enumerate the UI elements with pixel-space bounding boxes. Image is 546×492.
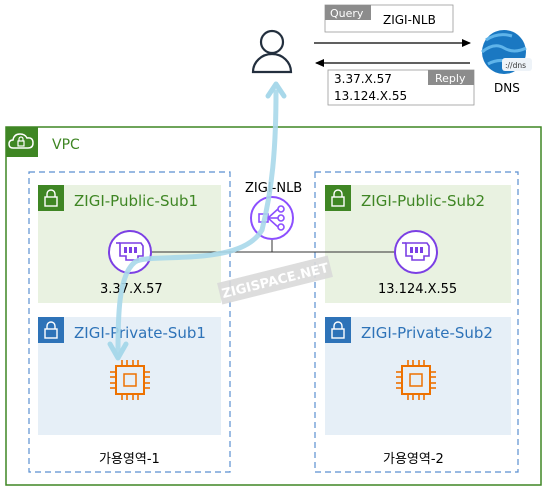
nlb-label: ZIGI-NLB [245, 181, 302, 196]
az1-private-subnet-label: ZIGI-Private-Sub1 [74, 324, 206, 342]
az2-public-subnet-label: ZIGI-Public-Sub2 [361, 192, 485, 210]
az1-ec2-icon [110, 360, 150, 400]
query-box: Query ZIGI-NLB [324, 4, 454, 33]
az2-public-lock-icon [325, 185, 351, 211]
az1-label: 가용영역-1 [99, 452, 160, 467]
reply-value-1: 3.37.X.57 [334, 72, 392, 86]
az2-private-subnet-label: ZIGI-Private-Sub2 [361, 324, 493, 342]
az1-public-subnet-label: ZIGI-Public-Sub1 [74, 192, 198, 210]
az1-box [28, 171, 231, 473]
az2-box [314, 171, 519, 473]
az2-private-subnet [325, 317, 511, 435]
az2-label: 가용영역-2 [383, 452, 444, 467]
svg-text:://dns: ://dns [505, 61, 526, 70]
traffic-flow-arrowhead-down [107, 341, 129, 361]
az2-ec2-icon [396, 360, 436, 400]
dns-label: DNS [494, 81, 520, 95]
traffic-flow-arrowhead-up [265, 81, 287, 99]
az1-private-subnet [38, 317, 221, 435]
az2-private-lock-icon [325, 317, 351, 343]
vpc-cloud-icon [6, 127, 38, 157]
query-tag: Query [330, 7, 364, 20]
vpc-label: VPC [52, 137, 80, 153]
reply-tag: Reply [435, 72, 466, 85]
reply-box: Reply 3.37.X.57 13.124.X.55 [327, 69, 475, 106]
user-icon [251, 29, 293, 74]
query-value: ZIGI-NLB [383, 13, 436, 27]
az2-eni-icon [394, 230, 438, 274]
az1-private-lock-icon [38, 317, 64, 343]
reply-value-2: 13.124.X.55 [334, 89, 407, 103]
dns-globe-icon: ://dns [481, 30, 532, 74]
traffic-flow-arrow [115, 89, 279, 355]
az2-eni-ip: 13.124.X.55 [378, 282, 457, 297]
az1-eni-ip: 3.37.X.57 [100, 282, 163, 297]
az1-public-lock-icon [38, 185, 64, 211]
